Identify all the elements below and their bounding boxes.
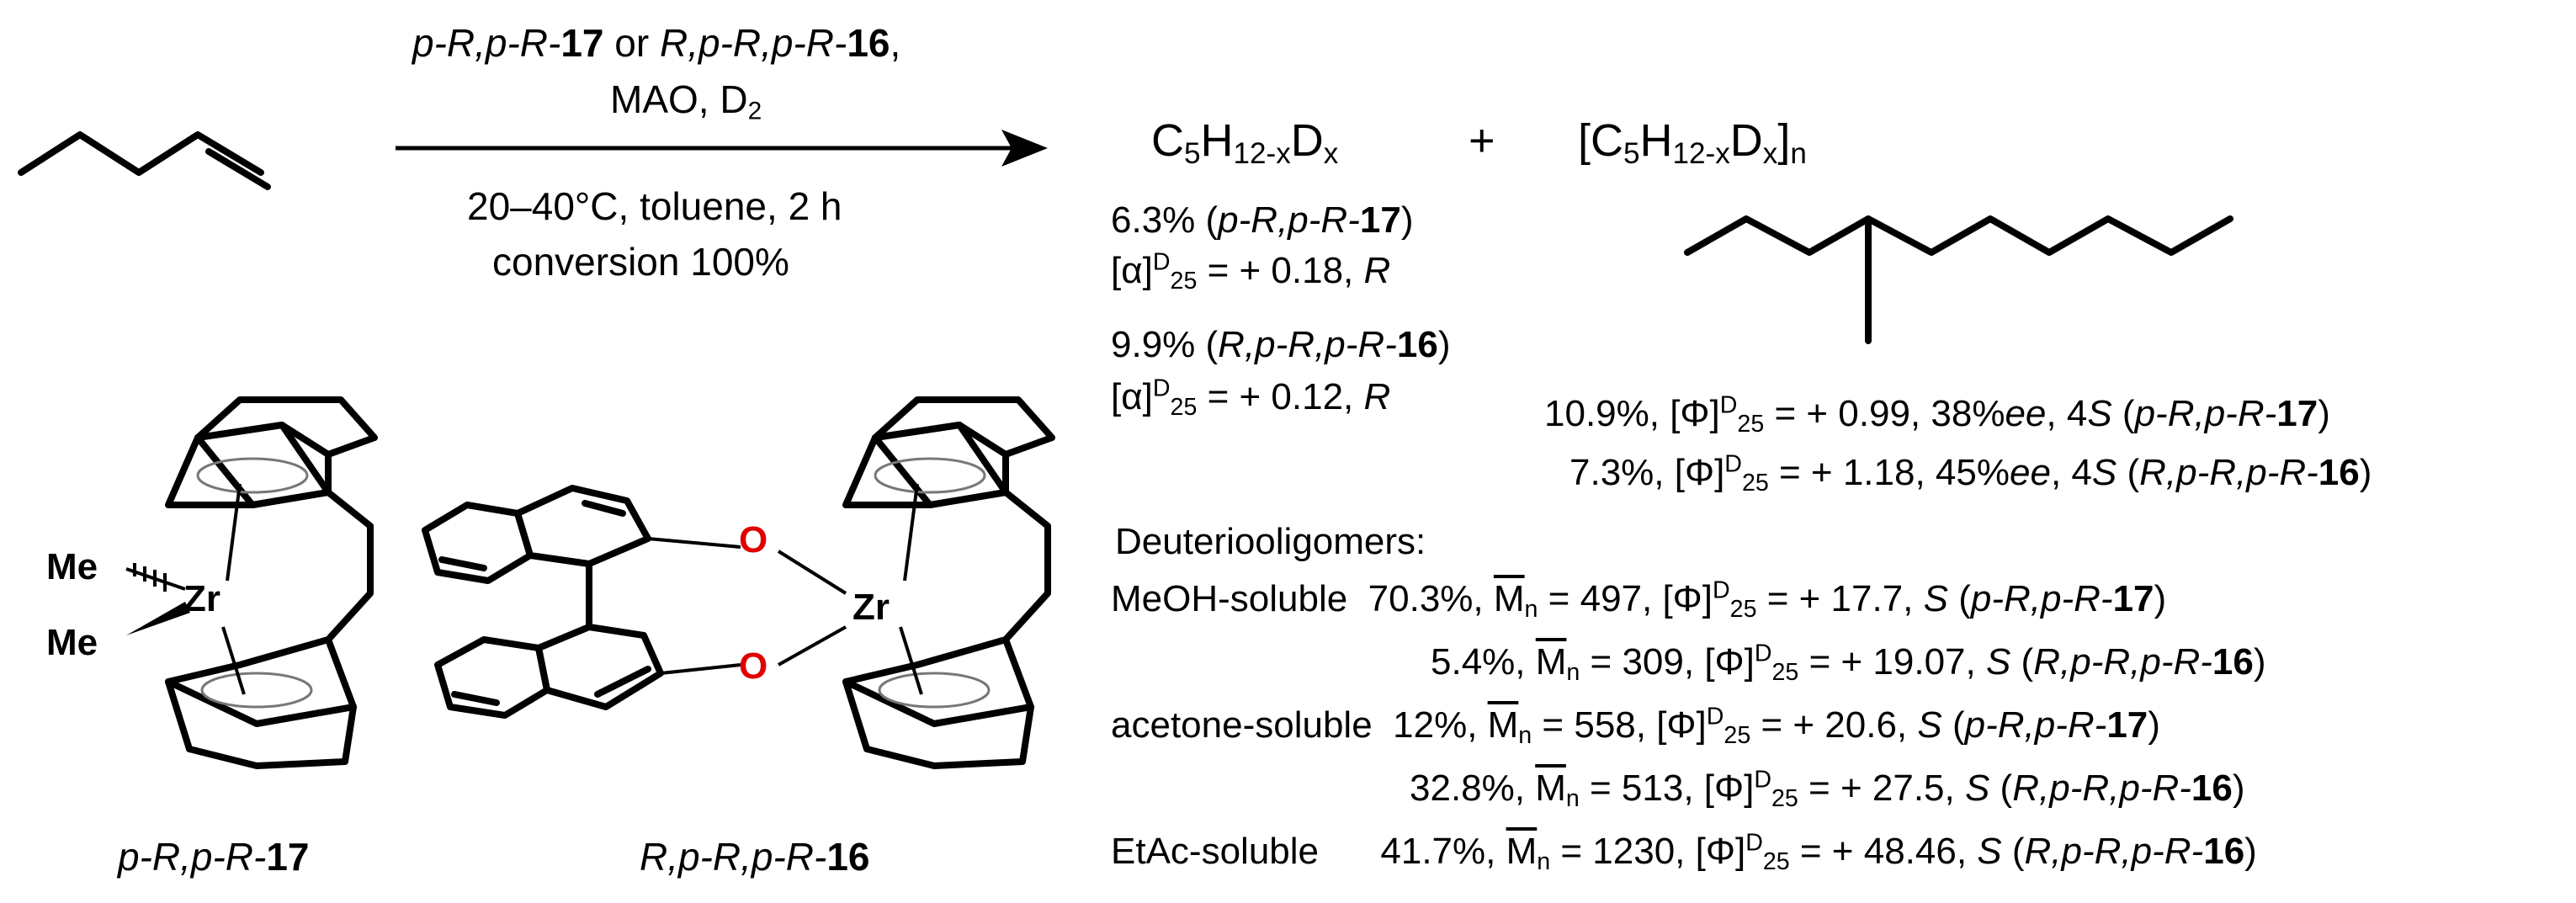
oligomer-formula: [C5H12-xDx]n bbox=[1578, 115, 1807, 170]
oligomer-row: MeOH-soluble 70.3%, Mn = 497, [Φ]D25 = +… bbox=[1111, 576, 2167, 624]
methyl-label-2: Me bbox=[46, 622, 98, 663]
alkane-rotation-2: [α]D25 = + 0.12, R bbox=[1111, 374, 1391, 422]
reaction-arrow bbox=[396, 130, 1048, 167]
conversion-line: conversion 100% bbox=[492, 240, 789, 284]
structure-16 bbox=[422, 396, 1055, 769]
alkane-formula: C5H12-xDx bbox=[1151, 115, 1339, 170]
structure-17-label: p-R,p-R-17 bbox=[118, 835, 310, 879]
structure-16-label: R,p-R,p-R-16 bbox=[640, 835, 870, 879]
alkane-result-2: 9.9% (R,p-R,p-R-16) bbox=[1111, 324, 1451, 365]
oligomers-heading: Deuteriooligomers: bbox=[1115, 521, 1426, 562]
oligomer-row: acetone-soluble 12%, Mn = 558, [Φ]D25 = … bbox=[1111, 703, 2160, 750]
dimer-result-2: 7.3%, [Φ]D25 = + 1.18, 45%ee, 4S (R,p-R,… bbox=[1570, 450, 2372, 497]
oligomer-row: EtAc-soluble 41.7%, Mn = 1230, [Φ]D25 = … bbox=[1111, 829, 2257, 876]
catalyst-line: p-R,p-R-17 or R,p-R,p-R-16, bbox=[412, 21, 901, 65]
structure-17 bbox=[125, 396, 378, 769]
zr-atom-16: Zr bbox=[852, 587, 890, 628]
alkane-rotation-1: [α]D25 = + 0.18, R bbox=[1111, 248, 1391, 295]
conditions-line: 20–40°C, toluene, 2 h bbox=[467, 184, 842, 228]
oxygen-atom-1: O bbox=[739, 519, 768, 560]
dimer-result-1: 10.9%, [Φ]D25 = + 0.99, 38%ee, 4S (p-R,p… bbox=[1544, 391, 2330, 438]
alkane-result-1: 6.3% (p-R,p-R-17) bbox=[1111, 199, 1414, 241]
dimer-structure bbox=[1684, 215, 2233, 344]
zr-atom-17: Zr bbox=[183, 578, 220, 619]
methyl-label-1: Me bbox=[46, 546, 98, 587]
reagent-line: MAO, D2 bbox=[610, 77, 762, 125]
oligomer-row: 5.4%, Mn = 309, [Φ]D25 = + 19.07, S (R,p… bbox=[1431, 640, 2266, 687]
oligomer-row: 32.8%, Mn = 513, [Φ]D25 = + 27.5, S (R,p… bbox=[1410, 766, 2245, 813]
oxygen-atom-2: O bbox=[739, 645, 768, 687]
pentene-structure bbox=[18, 131, 271, 190]
plus-sign: + bbox=[1469, 115, 1495, 166]
